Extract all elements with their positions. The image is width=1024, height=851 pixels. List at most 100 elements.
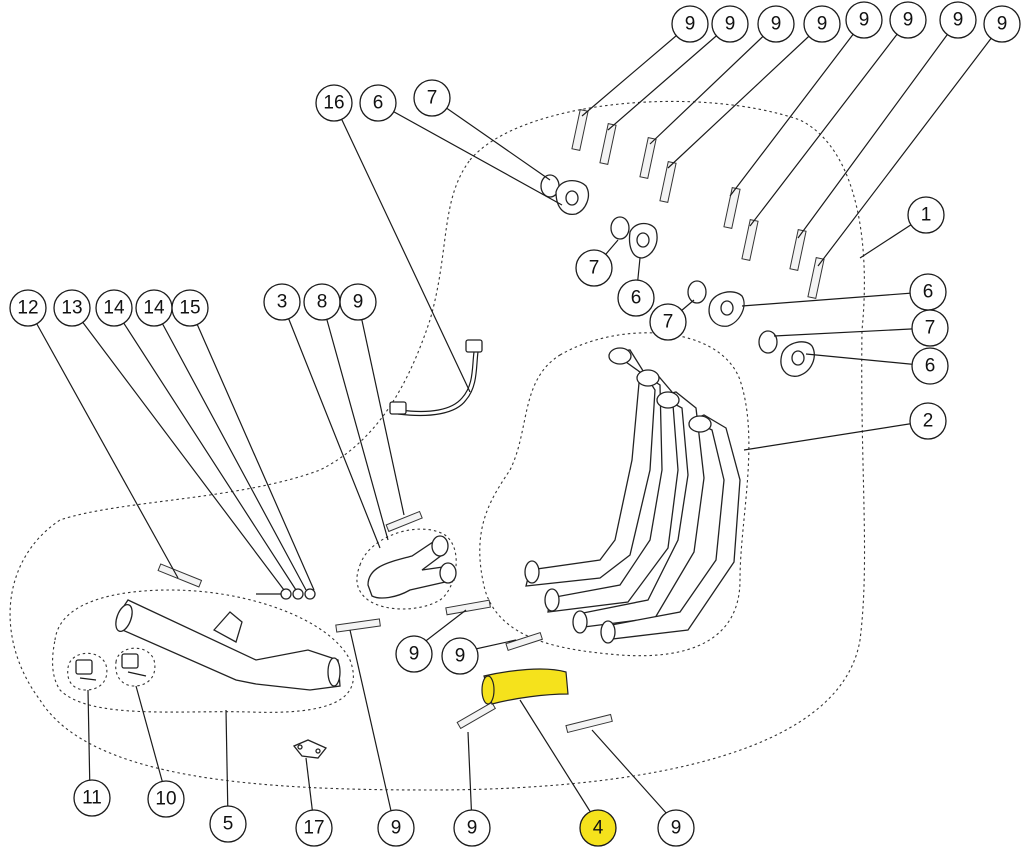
callout-label: 1 xyxy=(921,205,932,226)
callout-label: 6 xyxy=(923,282,934,303)
callout-8: 8 xyxy=(303,283,341,321)
callout-label: 13 xyxy=(61,298,82,319)
callout-14-b: 14 xyxy=(135,289,173,327)
callout-9-center-1: 9 xyxy=(395,635,433,673)
callout-label: 7 xyxy=(663,312,674,333)
part-4-body xyxy=(483,668,569,705)
callout-label: 10 xyxy=(155,789,176,810)
callout-label: 9 xyxy=(671,818,682,839)
callout-label: 11 xyxy=(82,788,102,809)
part-4-link-pipe-highlighted xyxy=(481,668,569,705)
assembly-outline-header xyxy=(479,332,750,657)
callout-10: 10 xyxy=(147,780,185,818)
callout-label: 7 xyxy=(589,258,600,279)
callout-label: 17 xyxy=(303,818,324,839)
callout-11: 11 xyxy=(73,779,111,817)
callout-9-top-6: 9 xyxy=(889,1,927,39)
callout-6-b: 6 xyxy=(617,279,655,317)
callout-label: 14 xyxy=(103,298,125,319)
callout-5: 5 xyxy=(209,805,247,843)
leader-lines xyxy=(27,19,1003,825)
callout-6-d: 6 xyxy=(911,347,949,385)
part-6-7-flange-gasket-set-d xyxy=(758,330,815,377)
callout-9-bottom-2: 9 xyxy=(453,809,491,847)
part-17-gasket xyxy=(292,739,328,759)
callout-label: 7 xyxy=(925,318,936,339)
callout-17: 17 xyxy=(295,809,333,847)
callout-13: 13 xyxy=(53,289,91,327)
callout-9-center-2: 9 xyxy=(441,637,479,675)
assembly-outline-link-pipe xyxy=(356,528,457,610)
part-2-header-pipes xyxy=(524,347,741,644)
callout-label: 3 xyxy=(277,292,288,313)
callout-9-top-7: 9 xyxy=(939,1,977,39)
callout-label: 9 xyxy=(817,14,828,35)
callout-2: 2 xyxy=(909,402,947,440)
callout-7-d: 7 xyxy=(911,309,949,347)
part-10-hanger xyxy=(121,653,147,677)
callout-9-top-4: 9 xyxy=(803,5,841,43)
part-13-14-15-bolt-washers-nut xyxy=(256,588,316,600)
part-6-7-flange-gasket-set-b xyxy=(610,216,658,259)
callout-label: 6 xyxy=(631,288,642,309)
callout-7-a: 7 xyxy=(413,79,451,117)
callout-label: 9 xyxy=(859,10,870,31)
callout-12: 12 xyxy=(9,289,47,327)
callout-1: 1 xyxy=(907,196,945,234)
assembly-outline-muffler xyxy=(52,589,354,713)
callout-9-top-3: 9 xyxy=(757,5,795,43)
callout-label: 9 xyxy=(771,14,782,35)
callout-label: 9 xyxy=(455,646,466,667)
part-6-7-flange-gasket-set-a xyxy=(540,174,590,216)
callout-label: 9 xyxy=(685,14,696,35)
part-6-7-flange-gasket-set-c xyxy=(687,280,745,327)
callout-label: 9 xyxy=(903,10,914,31)
callout-6-a: 6 xyxy=(359,84,397,122)
part-9-studs-top xyxy=(571,109,825,299)
part-5-muffler xyxy=(115,599,341,691)
callout-label: 9 xyxy=(353,292,364,313)
callout-7-c: 7 xyxy=(649,303,687,341)
callout-label: 15 xyxy=(179,298,200,319)
assembly-outline-hanger-11 xyxy=(67,652,108,691)
callout-9-top-2: 9 xyxy=(711,5,749,43)
callout-15: 15 xyxy=(171,289,209,327)
callout-label: 7 xyxy=(427,88,438,109)
callout-label: 4 xyxy=(593,818,604,839)
part-16-sensor-cable xyxy=(389,339,483,417)
callout-label: 9 xyxy=(391,818,402,839)
callout-7-b: 7 xyxy=(575,249,613,287)
callout-label: 2 xyxy=(923,411,934,432)
callout-label: 12 xyxy=(17,298,38,319)
callout-label: 9 xyxy=(725,14,736,35)
callout-3: 3 xyxy=(263,283,301,321)
callout-9-mid: 9 xyxy=(339,283,377,321)
callout-label: 16 xyxy=(323,93,344,114)
callout-4-highlighted: 4 xyxy=(579,809,617,847)
callout-label: 5 xyxy=(223,814,234,835)
callout-6-c: 6 xyxy=(909,273,947,311)
callout-9-bottom-3: 9 xyxy=(657,809,695,847)
callout-16: 16 xyxy=(315,84,353,122)
callout-9-top-8: 9 xyxy=(983,5,1021,43)
callout-label: 9 xyxy=(409,644,420,665)
assembly-outline-main xyxy=(9,100,866,791)
part-11-hanger xyxy=(75,659,97,681)
callout-label: 6 xyxy=(373,93,384,114)
part-4-end-cap xyxy=(481,675,495,705)
part-9-12-springs xyxy=(157,510,613,734)
callout-label: 8 xyxy=(317,292,328,313)
callout-14-a: 14 xyxy=(95,289,133,327)
assembly-outline-hanger-10 xyxy=(115,647,156,687)
callout-label: 14 xyxy=(143,298,165,319)
callout-label: 9 xyxy=(953,10,964,31)
callout-9-top-1: 9 xyxy=(671,5,709,43)
callout-label: 9 xyxy=(467,818,478,839)
part-3-link-pipe xyxy=(367,535,457,599)
callout-9-top-5: 9 xyxy=(845,1,883,39)
callout-label: 9 xyxy=(997,14,1008,35)
callout-label: 6 xyxy=(925,356,936,377)
callout-9-bottom-1: 9 xyxy=(377,809,415,847)
